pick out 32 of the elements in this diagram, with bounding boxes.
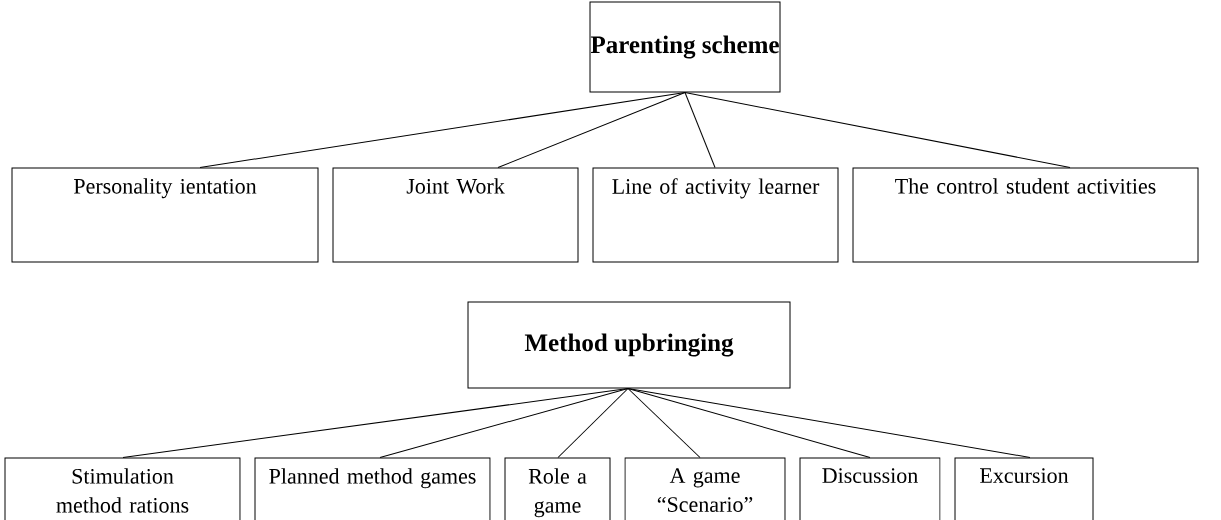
connector-line [497,92,686,168]
box-text: Role a game [528,468,587,518]
box-text: Line of activity learner [612,178,820,199]
connector-line [379,388,629,458]
box-text: Excursion [980,468,1069,483]
box-text: Joint Work [406,178,505,194]
item-box [592,167,839,263]
connector-line [557,388,629,458]
box-text: The control student activities [895,178,1156,194]
connector-line [199,92,686,168]
item-box [332,167,579,263]
connector-line [122,388,629,458]
item-box [11,167,319,263]
connector-line [684,92,716,168]
item-box [4,457,241,520]
box-text: Stimulation method rations [56,468,189,513]
heading-box: Parenting scheme [589,1,781,93]
connector-line [627,388,701,458]
connector-line [684,92,1071,168]
item-box [954,457,1094,520]
box-text: A game “Scenario” [657,468,753,512]
connector-line [627,388,1031,458]
item-box [799,457,941,520]
heading-box: Method upbringing [467,301,791,389]
connector-line [627,388,871,458]
item-box [504,457,611,520]
box-text: Discussion [822,468,918,483]
box-text: Personality ientation [74,178,257,199]
item-box [852,167,1199,263]
item-box [254,457,491,520]
box-text: Planned method games [269,468,476,489]
item-box [624,457,786,520]
